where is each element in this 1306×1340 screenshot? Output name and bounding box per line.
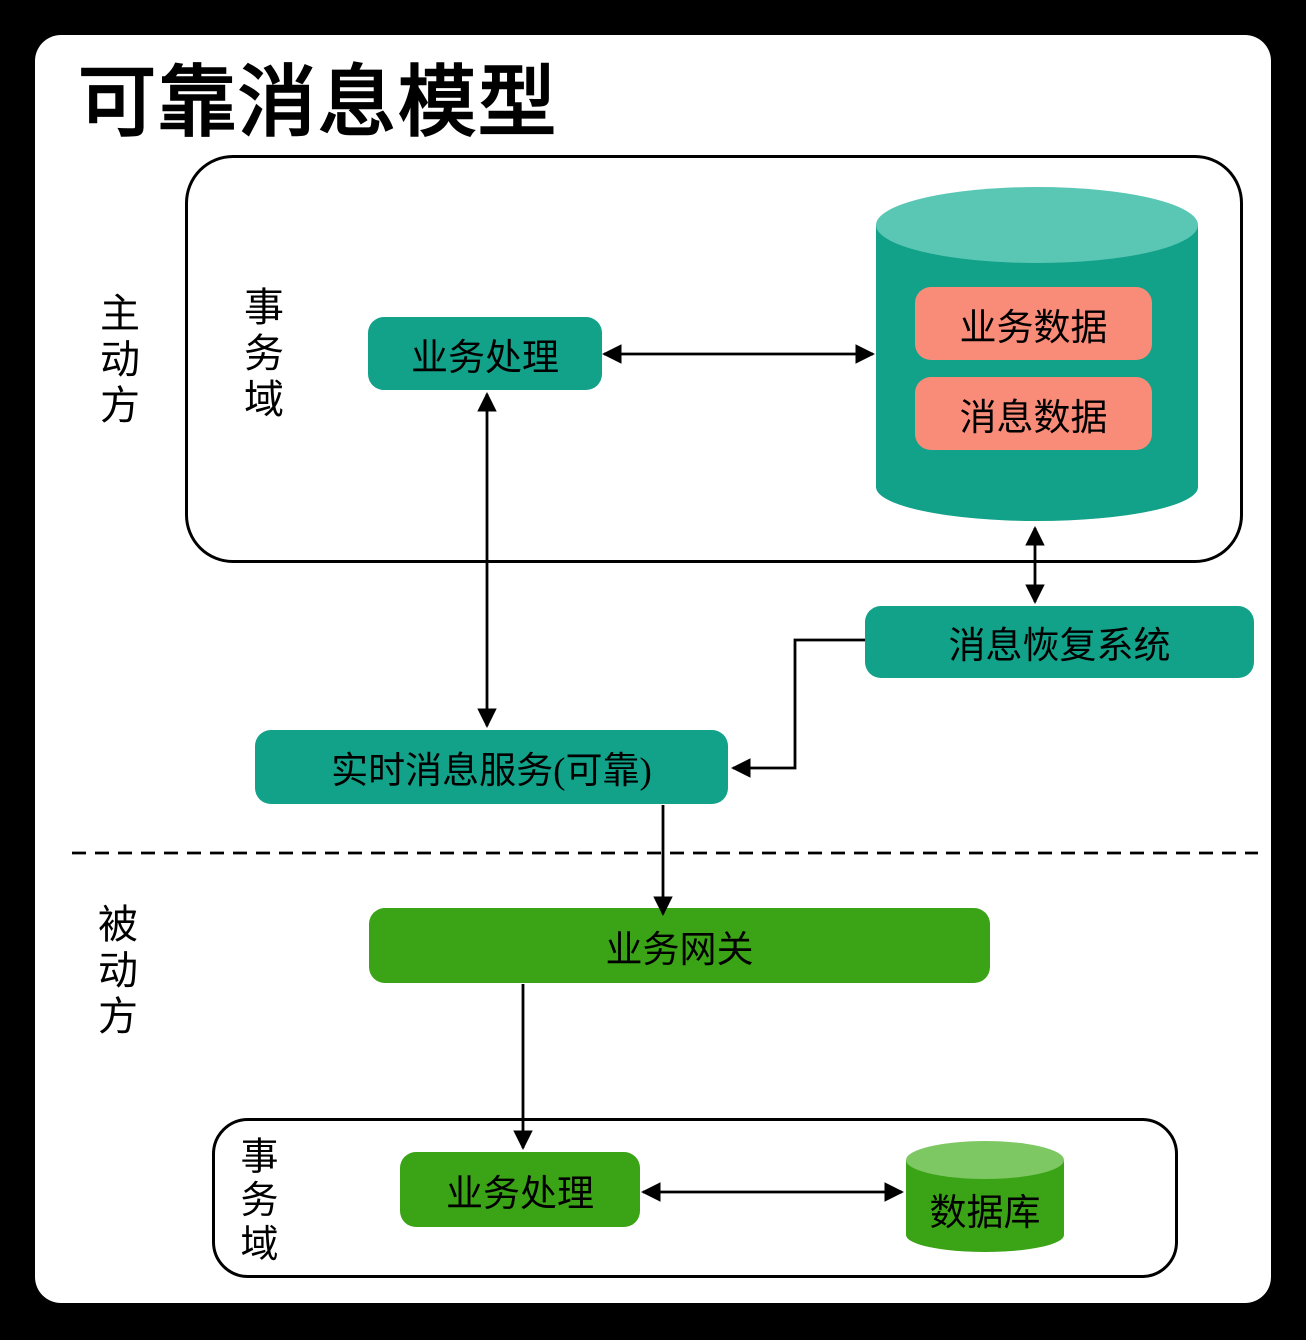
cylinder-top bbox=[906, 1141, 1064, 1179]
business-data-node: 业务数据 bbox=[915, 287, 1152, 360]
active-side-label: 主动方 bbox=[94, 292, 139, 430]
passive-side-label: 被动方 bbox=[92, 903, 137, 1041]
message-data-node: 消息数据 bbox=[915, 377, 1152, 450]
passive-transaction-domain-container bbox=[212, 1118, 1178, 1278]
cylinder-body bbox=[906, 1160, 1064, 1252]
message-recovery-node: 消息恢复系统 bbox=[865, 606, 1254, 678]
active-domain-label: 事务域 bbox=[238, 286, 283, 424]
diagram-title: 可靠消息模型 bbox=[78, 58, 559, 146]
cylinder-top bbox=[876, 187, 1198, 263]
passive-database-label: 数据库 bbox=[929, 1193, 1041, 1234]
active-business-process-node: 业务处理 bbox=[368, 317, 602, 390]
passive-domain-label: 事务域 bbox=[234, 1136, 276, 1268]
passive-database-cylinder bbox=[906, 1141, 1064, 1252]
realtime-service-node: 实时消息服务(可靠) bbox=[255, 730, 728, 804]
business-gateway-node: 业务网关 bbox=[369, 908, 990, 983]
active-transaction-domain-container bbox=[185, 155, 1243, 563]
passive-business-process-node: 业务处理 bbox=[400, 1152, 640, 1227]
cylinder-body bbox=[876, 225, 1198, 521]
